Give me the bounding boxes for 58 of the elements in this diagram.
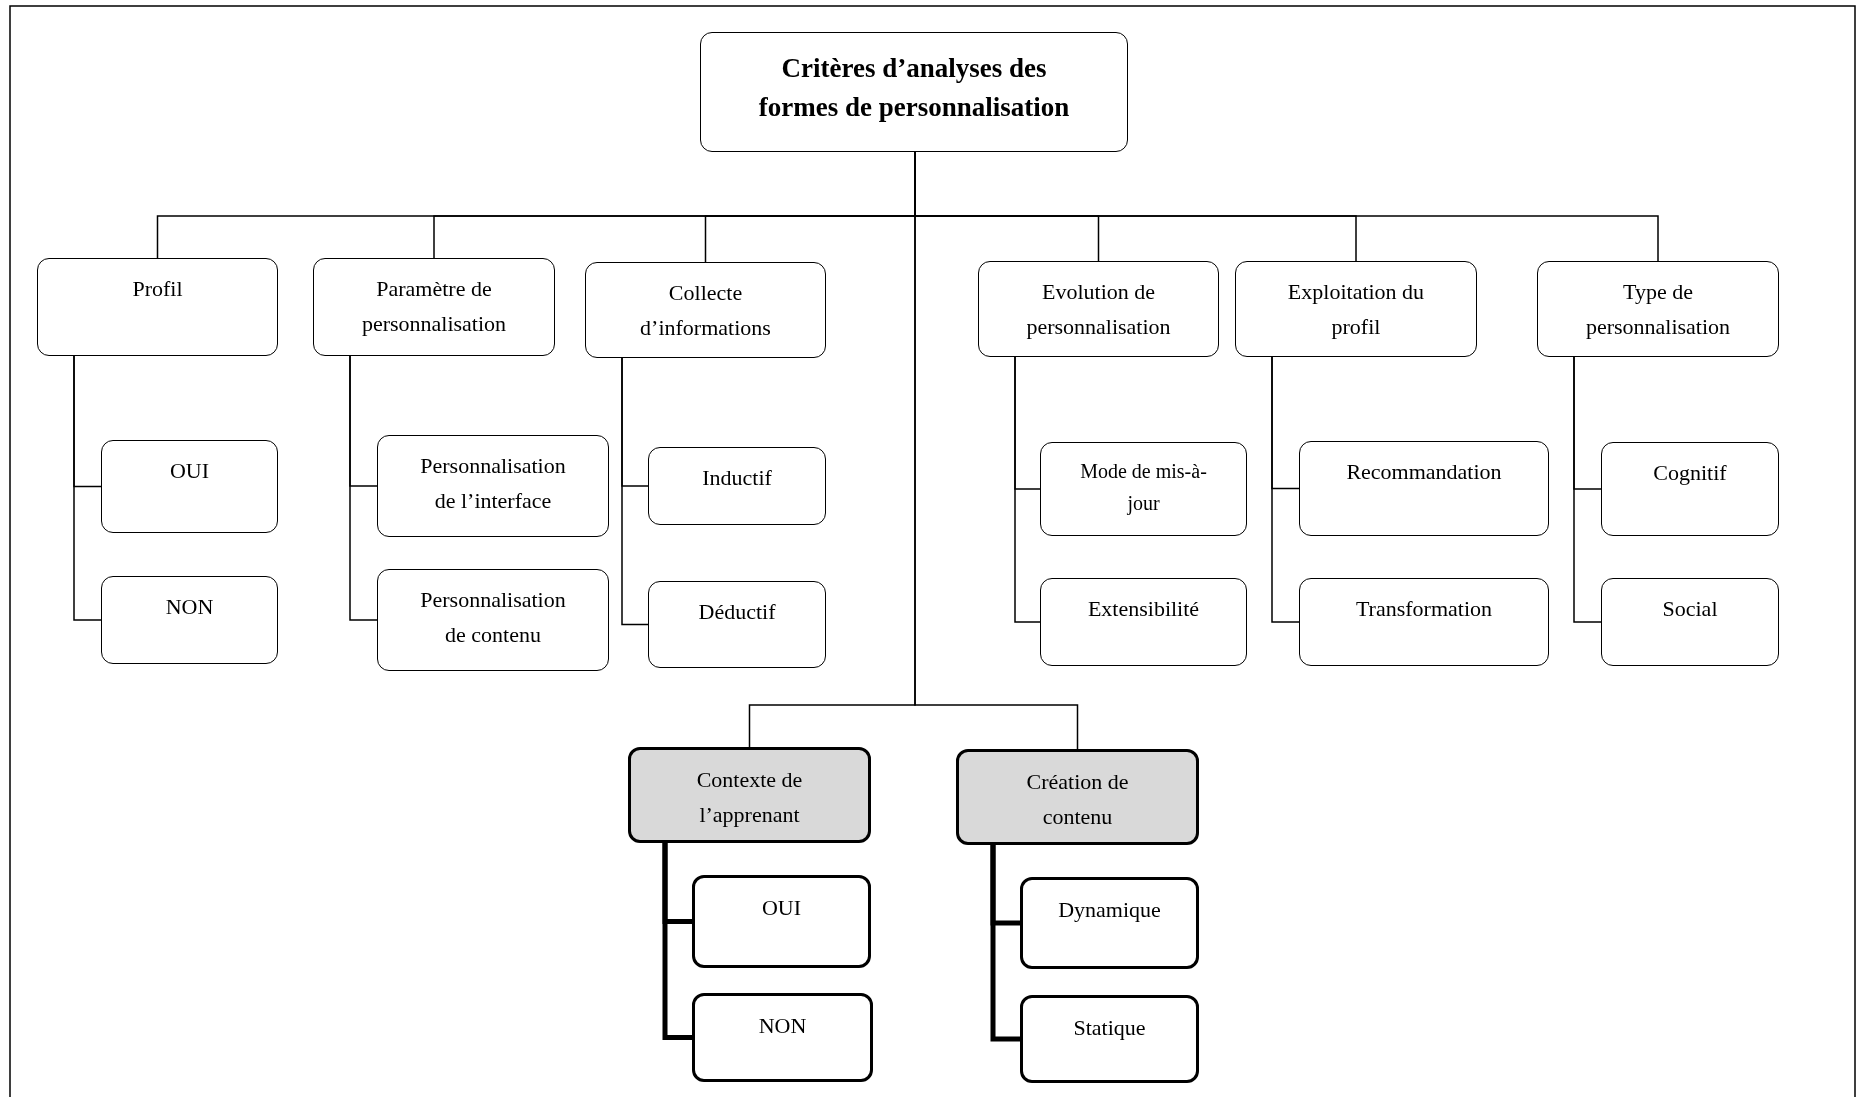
- category-box: [585, 262, 826, 358]
- box-label: OUI: [761, 894, 802, 922]
- connector-line: [621, 357, 649, 626]
- box-label: Mode de mis-à-jour: [1079, 459, 1208, 517]
- category-box: [692, 875, 871, 968]
- connector-line: [990, 845, 1020, 1042]
- connector-line: [1573, 356, 1602, 623]
- box-label: Statique: [1073, 1014, 1146, 1042]
- box-label: Recommandation: [1346, 458, 1502, 486]
- box-label: Personnalisation de contenu: [419, 586, 567, 650]
- category-box: [1040, 578, 1247, 666]
- category-box: [956, 749, 1199, 845]
- connector-line: [73, 355, 102, 621]
- box-label: Création de contenu: [1025, 768, 1130, 832]
- box-label: OUI: [169, 457, 210, 485]
- box-label: Profil: [132, 275, 183, 303]
- box-label: Extensibilité: [1087, 595, 1200, 623]
- box-label: Paramètre de personnalisation: [360, 275, 508, 339]
- category-box: [1601, 578, 1779, 666]
- connector-line: [349, 355, 378, 621]
- category-box: [978, 261, 1219, 357]
- connector-line: [1271, 356, 1300, 623]
- category-box: [648, 581, 826, 668]
- root-box: [700, 32, 1128, 152]
- box-label: Dynamique: [1058, 896, 1161, 924]
- category-box: [1299, 578, 1549, 666]
- category-box: [1537, 261, 1779, 357]
- box-label: Critères d’analyses des formes de personnalisation: [757, 52, 1071, 125]
- category-box: [101, 576, 278, 664]
- box-label: Social: [1662, 595, 1718, 623]
- box-label: Collecte d’informations: [639, 279, 772, 343]
- connector-line: [1014, 356, 1041, 623]
- category-box: [313, 258, 555, 356]
- connector-line: [662, 843, 692, 1040]
- category-box: [628, 747, 871, 843]
- category-box: [1020, 877, 1199, 969]
- box-label: NON: [165, 593, 214, 621]
- category-box: [1299, 441, 1549, 536]
- box-label: Personnalisation de l’interface: [419, 452, 567, 516]
- category-box: [1040, 442, 1247, 536]
- box-label: Déductif: [698, 598, 776, 626]
- category-box: [377, 435, 609, 537]
- category-box: [1020, 995, 1199, 1083]
- category-box: [101, 440, 278, 533]
- box-label: Cognitif: [1653, 459, 1727, 487]
- box-label: Contexte de l’apprenant: [695, 766, 804, 830]
- category-box: [648, 447, 826, 525]
- box-label: Type de personnalisation: [1584, 278, 1732, 342]
- category-box: [1601, 442, 1779, 536]
- box-label: Inductif: [702, 464, 772, 492]
- category-box: [37, 258, 278, 356]
- category-box: [377, 569, 609, 671]
- box-label: Exploitation du profil: [1286, 278, 1426, 342]
- box-label: Evolution de personnalisation: [1025, 278, 1172, 342]
- category-box: [1235, 261, 1477, 357]
- box-label: Transformation: [1355, 595, 1493, 623]
- category-box: [692, 993, 873, 1082]
- box-label: NON: [758, 1012, 807, 1040]
